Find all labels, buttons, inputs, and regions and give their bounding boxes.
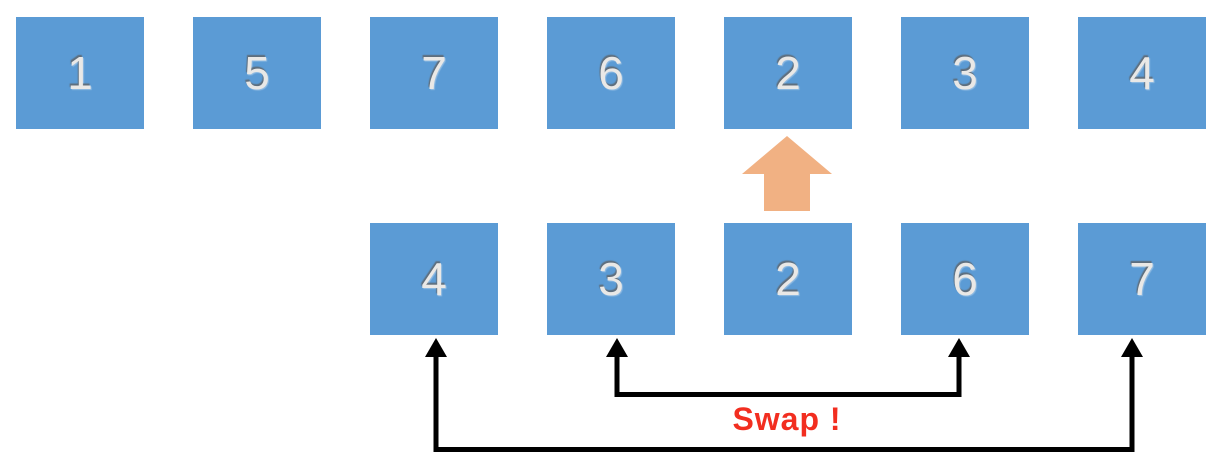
array-cell: 3 — [901, 17, 1029, 129]
array-cell: 7 — [1078, 223, 1206, 335]
array-cell: 6 — [547, 17, 675, 129]
arrowhead-up-icon — [1121, 338, 1143, 357]
cell-value: 6 — [952, 253, 978, 305]
cell-value: 2 — [775, 253, 801, 305]
cell-value: 5 — [244, 47, 270, 99]
array-cell: 6 — [901, 223, 1029, 335]
array-cell: 2 — [724, 17, 852, 129]
array-cell: 4 — [370, 223, 498, 335]
array-cell: 1 — [16, 17, 144, 129]
swap-bracket-inner — [614, 350, 962, 397]
cell-value: 1 — [67, 47, 93, 99]
array-cell: 3 — [547, 223, 675, 335]
arrowhead-up-icon — [606, 338, 628, 357]
cell-value: 4 — [1129, 47, 1155, 99]
cell-value: 7 — [1129, 253, 1155, 305]
cell-value: 2 — [775, 47, 801, 99]
array-cell: 5 — [193, 17, 321, 129]
array-cell: 2 — [724, 223, 852, 335]
cell-value: 3 — [598, 253, 624, 305]
arrowhead-up-icon — [948, 338, 970, 357]
cell-value: 6 — [598, 47, 624, 99]
arrowhead-up-icon — [425, 338, 447, 357]
array-cell: 4 — [1078, 17, 1206, 129]
cell-value: 7 — [421, 47, 447, 99]
cell-value: 3 — [952, 47, 978, 99]
cell-value: 4 — [421, 253, 447, 305]
array-cell: 7 — [370, 17, 498, 129]
swap-label: Swap ! — [732, 401, 842, 437]
up-arrow-icon — [742, 136, 832, 211]
